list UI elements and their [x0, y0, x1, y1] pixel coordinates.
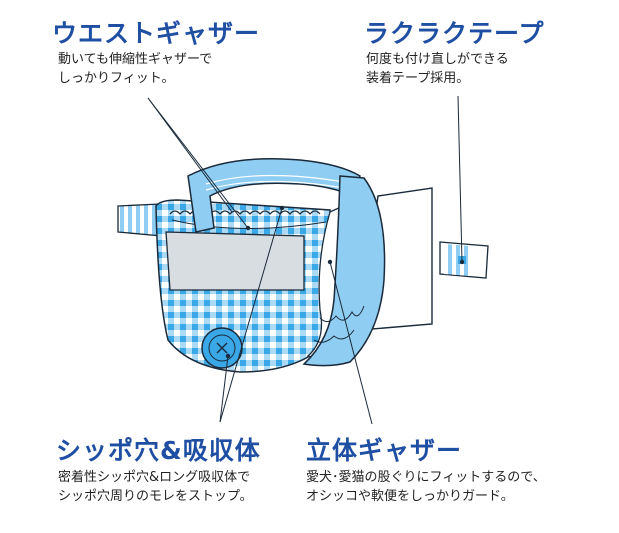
- tail-hole-desc-line1: 密着性シッポ穴&ロング吸収体で: [58, 470, 251, 485]
- waist-gather-desc-line1: 動いても伸縮性ギャザーで: [58, 52, 213, 67]
- leg-gather: [302, 175, 386, 367]
- easy-tape-title: ラクラクテープ: [364, 19, 545, 48]
- callout-lines: [147, 95, 463, 425]
- leg-gather-desc-line1: 愛犬･愛猫の股ぐりにフィットするので、: [306, 470, 546, 485]
- diaper-body: [155, 199, 331, 373]
- waist-gather-title: ウエストギャザー: [52, 19, 261, 48]
- tail-hole-title: シッポ穴&吸収体: [56, 436, 261, 465]
- easy-tape-desc-line1: 何度も付け直しができる: [366, 52, 509, 67]
- tail-hole-desc-line2: シッポ穴周りのモレをストップ。: [58, 489, 253, 504]
- leg-gather-title: 立体ギャザー: [306, 436, 463, 465]
- leg-gather-desc-line2: オシッコや軟便をしっかりガード。: [306, 489, 514, 504]
- callout-dots: [225, 205, 465, 359]
- easy-tape-desc-line2: 装着テープ採用。: [366, 71, 470, 86]
- waist-gather-desc-line2: しっかりフィット。: [58, 71, 175, 86]
